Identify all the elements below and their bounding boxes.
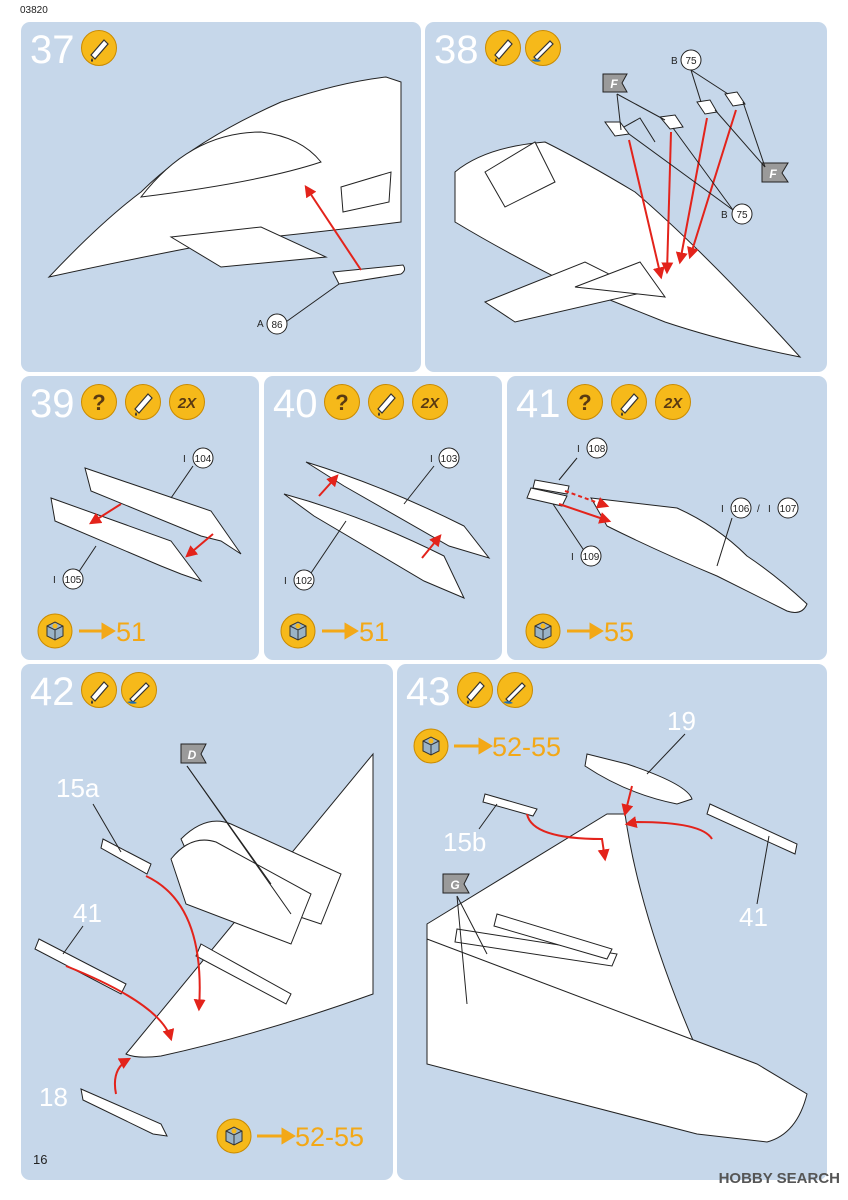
step-41-drawing: I 108 I 109 I 106 / I 107 55 <box>525 437 808 649</box>
part-callout-b75: B 75 <box>671 49 702 71</box>
svg-text:75: 75 <box>736 210 748 221</box>
svg-text:I: I <box>721 504 724 515</box>
paint-drop-icon <box>611 384 647 420</box>
goto-step-51: 51 <box>280 613 389 649</box>
step-37-panel: 37 A 86 <box>21 22 421 372</box>
step-38-panel: 38 F F B 75 B 75 <box>425 22 827 372</box>
svg-text:18: 18 <box>39 1082 68 1112</box>
svg-text:D: D <box>188 748 197 762</box>
svg-text:103: 103 <box>441 454 458 465</box>
goto-step-55: 55 <box>525 613 634 649</box>
svg-text:51: 51 <box>359 617 389 647</box>
svg-text:I: I <box>183 454 186 465</box>
goto-step-52-55: 52-55 <box>216 1118 364 1154</box>
step-40-panel: 40 I 103 I 102 51 <box>264 376 502 660</box>
part-callout-b75-lower: B 75 <box>721 203 753 225</box>
step-number: 37 <box>30 28 75 72</box>
svg-text:109: 109 <box>583 552 600 563</box>
step-38-drawing: F F B 75 B 75 <box>454 49 802 358</box>
step-number: 43 <box>406 670 451 714</box>
step-number: 39 <box>30 382 75 426</box>
page-number: 16 <box>33 1152 48 1167</box>
catalog-code: 03820 <box>20 5 48 16</box>
paint-drop-icon <box>125 384 161 420</box>
svg-text:A: A <box>257 319 264 330</box>
svg-text:I: I <box>577 444 580 455</box>
svg-text:I: I <box>768 504 771 515</box>
svg-text:107: 107 <box>780 504 797 515</box>
goto-step-51: 51 <box>37 613 146 649</box>
svg-text:/: / <box>757 504 760 515</box>
step-39-panel: 39 I 104 I 105 51 <box>21 376 259 660</box>
paint-drop-icon <box>81 672 117 708</box>
paint-drop-icon <box>485 30 521 66</box>
step-number: 38 <box>434 28 479 72</box>
svg-text:105: 105 <box>65 575 82 586</box>
step-number: 40 <box>273 382 318 426</box>
svg-text:I: I <box>284 576 287 587</box>
part-callout-i105: I 105 <box>53 568 84 590</box>
goto-step-52-55: 52-55 <box>413 728 561 764</box>
step-42-panel: 42 D 15a 41 18 52-55 <box>21 664 393 1180</box>
svg-text:51: 51 <box>116 617 146 647</box>
svg-text:I: I <box>53 575 56 586</box>
watermark: HOBBY SEARCH <box>718 1170 840 1187</box>
svg-text:104: 104 <box>195 454 212 465</box>
svg-text:86: 86 <box>271 320 283 331</box>
svg-text:52-55: 52-55 <box>492 732 561 762</box>
paint-brush-icon <box>121 672 157 708</box>
part-callout-i108: I 108 <box>577 437 608 459</box>
svg-text:I: I <box>430 454 433 465</box>
part-callout-i103: I 103 <box>430 447 460 469</box>
svg-text:55: 55 <box>604 617 634 647</box>
paint-drop-icon <box>368 384 404 420</box>
svg-text:106: 106 <box>733 504 750 515</box>
question-icon <box>81 384 117 420</box>
svg-text:41: 41 <box>739 902 768 932</box>
paint-drop-icon <box>457 672 493 708</box>
step-37-drawing: A 86 <box>47 76 406 335</box>
svg-text:102: 102 <box>296 576 313 587</box>
svg-text:108: 108 <box>589 444 606 455</box>
multiplier-badge <box>169 384 205 420</box>
step-40-drawing: I 103 I 102 51 <box>280 447 491 649</box>
step-number: 41 <box>516 382 561 426</box>
svg-text:B: B <box>721 210 728 221</box>
part-callout-i102: I 102 <box>284 569 315 591</box>
svg-text:B: B <box>671 56 678 67</box>
svg-text:52-55: 52-55 <box>295 1122 364 1152</box>
svg-text:15a: 15a <box>56 773 100 803</box>
svg-text:I: I <box>571 552 574 563</box>
step-number: 42 <box>30 670 75 714</box>
paint-drop-icon <box>81 30 117 66</box>
step-43-panel: 43 G 19 15b 41 52-55 <box>397 664 827 1180</box>
svg-text:F: F <box>610 77 618 91</box>
svg-text:41: 41 <box>73 898 102 928</box>
paint-brush-icon <box>525 30 561 66</box>
question-icon <box>567 384 603 420</box>
svg-text:75: 75 <box>685 56 697 67</box>
step-42-drawing: D 15a 41 18 52-55 <box>34 743 374 1154</box>
part-callout-a86: A 86 <box>257 313 288 335</box>
multiplier-badge <box>412 384 448 420</box>
paint-brush-icon <box>497 672 533 708</box>
svg-text:19: 19 <box>667 706 696 736</box>
svg-text:15b: 15b <box>443 827 486 857</box>
step-43-drawing: G 19 15b 41 52-55 <box>413 706 808 1143</box>
step-39-drawing: I 104 I 105 51 <box>37 447 242 649</box>
svg-text:F: F <box>769 167 777 181</box>
part-callout-i106-i107: I 106 / I 107 <box>721 497 799 519</box>
part-callout-i104: I 104 <box>183 447 214 469</box>
part-callout-i109: I 109 <box>571 545 602 567</box>
svg-text:G: G <box>450 878 459 892</box>
question-icon <box>324 384 360 420</box>
multiplier-badge <box>655 384 691 420</box>
step-41-panel: 41 I 108 I 109 I 106 / I 107 <box>507 376 827 660</box>
